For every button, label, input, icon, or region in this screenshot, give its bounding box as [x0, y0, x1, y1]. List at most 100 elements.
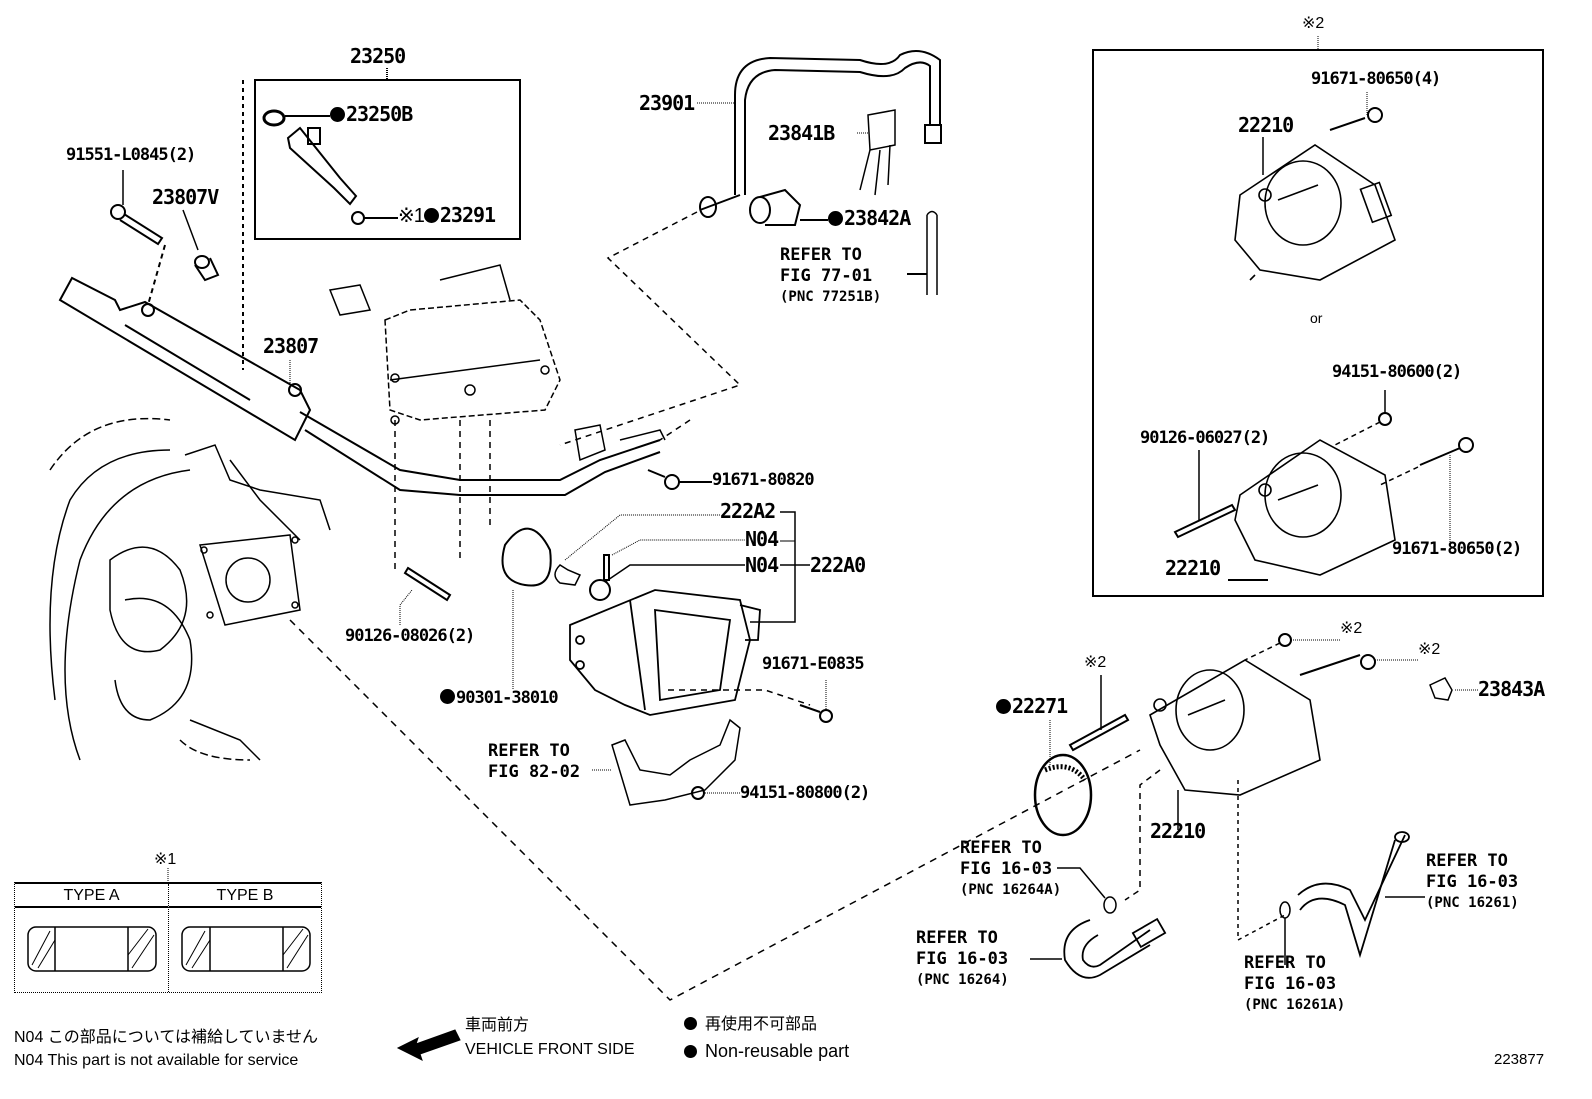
- reference-line1: REFER TO: [916, 928, 998, 948]
- stud-90126-06027-icon: [1173, 503, 1237, 539]
- clip-222a2-icon: [554, 564, 582, 586]
- clamp-16261a-icon: [1279, 901, 1291, 919]
- reference-line1: REFER TO: [960, 838, 1042, 858]
- note-marker-x2-nut: ※2: [1340, 620, 1363, 637]
- nut-94151-80600-icon: [1378, 412, 1392, 426]
- note-ref: ※1: [398, 205, 425, 227]
- non-reusable-dot-icon: [423, 208, 439, 223]
- bolt-91671-80650-4-icon: [1329, 107, 1383, 131]
- table-divider: [168, 884, 169, 992]
- reference-pnc: (PNC 16264A): [960, 882, 1062, 898]
- gasket-90301-icon: [501, 527, 552, 587]
- throttle-body-variant-box: [1092, 49, 1544, 597]
- reference-pnc: (PNC 77251B): [780, 289, 882, 305]
- label-n04-pin: N04: [745, 527, 779, 551]
- type-b-header: TYPE B: [169, 884, 321, 908]
- bolt-91671-80650-2-icon: [1419, 437, 1474, 466]
- legend-nonreusable-english: Non-reusable part: [684, 1042, 849, 1060]
- non-reusable-dot-icon: [684, 1017, 697, 1030]
- non-reusable-dot-icon: [996, 699, 1011, 714]
- reference-line2: FIG 16-03: [1244, 974, 1337, 994]
- label-91671-80820: 91671-80820: [712, 470, 815, 490]
- bolt-91551-icon: [110, 204, 164, 246]
- figure-number: 223877: [1494, 1051, 1545, 1068]
- reference-line2: FIG 16-03: [916, 949, 1009, 969]
- reference-fig-16-03-pnc-16264a[interactable]: REFER TO FIG 16-03 (PNC 16264A): [960, 838, 1061, 901]
- label-91671-e0835: 91671-E0835: [762, 654, 865, 674]
- clamp-16264a-icon: [1103, 896, 1117, 914]
- stud-x2-icon: [1068, 713, 1130, 752]
- part-number: 90301-38010: [456, 688, 559, 708]
- reference-fig-16-03-pnc-16261[interactable]: REFER TO FIG 16-03 (PNC 16261): [1426, 851, 1519, 914]
- legend-front-english: VEHICLE FRONT SIDE: [465, 1041, 635, 1058]
- reference-fig-16-03-pnc-16264[interactable]: REFER TO FIG 16-03 (PNC 16264): [916, 928, 1009, 991]
- legend-n04-japanese: N04 この部品については補給していません: [14, 1029, 319, 1046]
- label-90301-38010: 90301-38010: [440, 688, 559, 708]
- throttle-body-lower-icon: [1234, 439, 1396, 576]
- label-222a0: 222A0: [810, 553, 866, 577]
- legend-nonreusable-japanese: 再使用不可部品: [684, 1017, 817, 1033]
- o-ring-icon: [262, 109, 286, 127]
- label-n04-gear: N04: [745, 553, 779, 577]
- label-23250: 23250: [350, 44, 406, 68]
- vehicle-front-arrow-icon: [396, 1029, 461, 1061]
- reference-pnc: (PNC 16261): [1426, 895, 1519, 911]
- non-reusable-dot-icon: [684, 1045, 697, 1058]
- label-22210-variant-b: 22210: [1165, 556, 1221, 580]
- reference-line2: FIG 77-01: [780, 266, 873, 286]
- bolt-91671-e0835-icon: [799, 704, 833, 723]
- label-91671-80650-2: 91671-80650(2): [1392, 539, 1522, 559]
- reference-fig-16-03-pnc-16261a[interactable]: REFER TO FIG 16-03 (PNC 16261A): [1244, 953, 1345, 1016]
- collar-23807v-icon: [194, 255, 220, 282]
- hose-16264-icon: [1063, 917, 1167, 979]
- label-90126-06027: 90126-06027(2): [1140, 428, 1270, 448]
- fuel-hose-23901-icon: [699, 50, 942, 218]
- clip-23843a-icon: [1429, 677, 1453, 701]
- damper-23842a-icon: [749, 188, 802, 226]
- label-22271: 22271: [996, 696, 1068, 716]
- reference-fig-82-02[interactable]: REFER TO FIG 82-02: [488, 741, 580, 783]
- label-23250b: 23250B: [330, 102, 413, 126]
- legend-n04-english: N04 This part is not available for servi…: [14, 1052, 299, 1069]
- reference-line1: REFER TO: [488, 741, 570, 761]
- bolt-x2-icon: [1299, 654, 1376, 676]
- label-23901: 23901: [639, 91, 695, 115]
- seal-type-b-icon: [181, 926, 311, 972]
- legend-text: Non-reusable part: [705, 1041, 850, 1061]
- cylinder-head-icon: [328, 264, 561, 570]
- non-reusable-dot-icon: [330, 107, 345, 122]
- throttle-body-main-icon: [1149, 659, 1321, 796]
- reference-pnc: (PNC 16264): [916, 972, 1009, 988]
- label-23807v: 23807V: [152, 185, 219, 209]
- stud-90126-08026-icon: [403, 566, 452, 602]
- gasket-22271-icon: [1033, 753, 1093, 837]
- nut-94151-80800-icon: [691, 786, 705, 800]
- reference-line2: FIG 82-02: [488, 762, 581, 782]
- injector-kit-box: [254, 79, 521, 240]
- label-23843a: 23843A: [1478, 677, 1545, 701]
- note-marker-x1: ※1: [154, 851, 177, 868]
- fuel-rail-icon: [58, 276, 661, 496]
- reference-line2: FIG 16-03: [960, 859, 1053, 879]
- throttle-body-upper-icon: [1234, 144, 1396, 281]
- label-23841b: 23841B: [768, 121, 835, 145]
- reference-line1: REFER TO: [780, 245, 862, 265]
- fuel-injector-icon: [286, 126, 365, 225]
- nut-x2-icon: [1278, 633, 1292, 647]
- hose-16261-icon: [1297, 831, 1410, 959]
- or-separator: or: [1310, 310, 1323, 326]
- label-94151-80800: 94151-80800(2): [740, 783, 870, 803]
- seal-type-a-icon: [27, 926, 157, 972]
- part-number: 23250B: [346, 102, 413, 126]
- note-marker-x2-stud: ※2: [1084, 654, 1107, 671]
- reference-line1: REFER TO: [1426, 851, 1508, 871]
- intake-manifold-icon: [49, 417, 331, 761]
- label-91671-80650-4: 91671-80650(4): [1311, 69, 1441, 89]
- legend-text: 再使用不可部品: [705, 1016, 818, 1033]
- note-marker-x2-bolt: ※2: [1418, 641, 1441, 658]
- throttle-sensor-assembly-icon: [569, 589, 761, 716]
- label-90126-08026: 90126-08026(2): [345, 626, 475, 646]
- reference-fig-77-01[interactable]: REFER TO FIG 77-01 (PNC 77251B): [780, 245, 881, 308]
